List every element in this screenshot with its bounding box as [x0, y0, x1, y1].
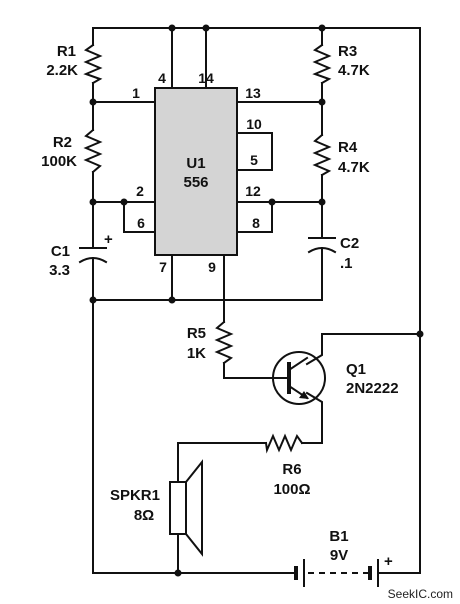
ic-part: 556 [183, 174, 208, 191]
resistor-r1-symbol [83, 43, 103, 85]
pin-number: 10 [246, 116, 262, 132]
junction-dot [202, 24, 210, 32]
pin-number: 12 [245, 183, 261, 199]
pin-number: 5 [250, 152, 258, 168]
transistor-q1-symbol [272, 351, 326, 405]
junction-dot [268, 198, 276, 206]
resistor-zigzag [83, 43, 103, 85]
b1-value-label: 9V [330, 547, 348, 564]
resistor-zigzag [312, 43, 332, 85]
c1-value-label: 3.3 [49, 262, 70, 279]
r5-ref-label: R5 [187, 325, 206, 342]
spkr1-ref-label: SPKR1 [110, 487, 160, 504]
top-rail-wire [92, 27, 421, 335]
junction-dot [168, 296, 176, 304]
b1-polarity-label: + [384, 553, 393, 570]
junction-dot [89, 198, 97, 206]
pin-number: 8 [252, 215, 260, 231]
c2-value-label: .1 [340, 255, 353, 272]
pin-number: 9 [208, 259, 216, 275]
junction-dot [168, 24, 176, 32]
r3-ref-label: R3 [338, 43, 357, 60]
r1-ref-label: R1 [57, 43, 76, 60]
pin-number: 7 [159, 259, 167, 275]
ic-body [154, 87, 238, 256]
resistor-zigzag [264, 433, 304, 454]
capacitor-c1-symbol [78, 247, 108, 268]
speaker-cone [185, 459, 203, 557]
junction-dot [318, 98, 326, 106]
junction-dots [89, 24, 424, 577]
resistor-zigzag [312, 133, 332, 177]
r5-value-label: 1K [187, 345, 206, 362]
junction-dot [89, 98, 97, 106]
transistor-emitter-arrow [299, 391, 309, 399]
pin-number: 1 [132, 85, 140, 101]
c1-ref-label: C1 [51, 243, 70, 260]
transistor-collector-lead [287, 356, 309, 372]
pin-number: 4 [158, 70, 166, 86]
spkr1-value-label: 8Ω [134, 507, 154, 524]
watermark-text: SeekIC.com [388, 587, 453, 601]
pin-number: 2 [136, 183, 144, 199]
junction-dot [89, 296, 97, 304]
b1-ref-label: B1 [329, 528, 348, 545]
ic-ref: U1 [186, 155, 205, 172]
pin-number: 13 [245, 85, 261, 101]
c2-ref-label: C2 [340, 235, 359, 252]
r2-value-label: 100K [41, 153, 77, 170]
resistor-r5-symbol [214, 320, 234, 365]
component-labels: R1 2.2K R2 100K R3 4.7K R4 4.7K C1 3.3 +… [41, 43, 398, 570]
pin-number: 6 [137, 215, 145, 231]
pin10-5-link-wire [236, 132, 273, 171]
resistor-r6-symbol [264, 433, 304, 454]
r6-to-speaker-wire [177, 442, 267, 483]
c1-polarity-label: + [104, 231, 113, 248]
junction-dot [120, 198, 128, 206]
q1-value-label: 2N2222 [346, 380, 399, 397]
ic-u1: U1 556 [154, 87, 238, 256]
r5-to-base-wire [223, 362, 283, 379]
pin-number: 14 [198, 70, 214, 86]
speaker-spkr1-symbol [169, 459, 203, 557]
r1-value-label: 2.2K [46, 62, 78, 79]
resistor-r4-symbol [312, 133, 332, 177]
battery-b1-symbol [294, 559, 379, 587]
r4-value-label: 4.7K [338, 159, 370, 176]
ic-pin-numbers: 1 4 14 13 10 5 2 12 6 8 7 9 [132, 70, 262, 275]
r6-ref-label: R6 [282, 461, 301, 478]
junction-dot [174, 569, 182, 577]
resistor-zigzag [83, 128, 103, 174]
capacitor-c2-symbol [307, 237, 337, 258]
resistor-zigzag [214, 320, 234, 365]
pin8-link-wire [236, 201, 273, 233]
resistor-r3-symbol [312, 43, 332, 85]
pin6-link-wire [123, 201, 156, 233]
r4-ref-label: R4 [338, 139, 358, 156]
r6-value-label: 100Ω [273, 481, 310, 498]
junction-dot [318, 198, 326, 206]
emitter-wire [301, 391, 323, 444]
speaker-magnet [169, 481, 187, 535]
r2-ref-label: R2 [53, 134, 72, 151]
resistor-r2-symbol [83, 128, 103, 174]
junction-dot [416, 330, 424, 338]
q1-ref-label: Q1 [346, 361, 366, 378]
junction-dot [318, 24, 326, 32]
r3-value-label: 4.7K [338, 62, 370, 79]
